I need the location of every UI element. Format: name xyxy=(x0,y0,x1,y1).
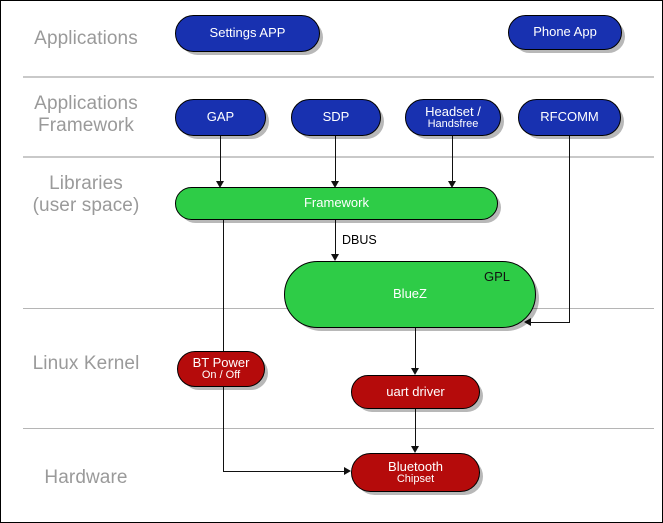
edge-framework-to-chipset-vertical xyxy=(223,219,224,472)
node-bluez-label: BlueZ xyxy=(393,286,427,302)
edge-bluez-to-uart-arrow xyxy=(411,368,419,375)
node-bt-power-label: BT Power xyxy=(192,355,250,371)
node-sdp-label: SDP xyxy=(322,109,350,125)
separator-applications xyxy=(23,76,654,78)
node-settings-app-label: Settings APP xyxy=(209,25,286,41)
edge-label-dbus: DBUS xyxy=(342,233,377,247)
node-gap-label: GAP xyxy=(206,109,235,125)
layer-label-linux-kernel: Linux Kernel xyxy=(32,353,140,374)
node-headset-handsfree-sublabel: Handsfree xyxy=(427,117,479,130)
edge-framework-to-bluez-line xyxy=(335,219,336,255)
edge-sdp-to-framework-line xyxy=(335,136,336,181)
edge-headset-to-framework-arrow xyxy=(448,181,456,188)
edge-gap-to-framework-arrow xyxy=(216,181,224,188)
node-bluetooth-chipset[interactable]: Bluetooth Chipset xyxy=(351,453,480,492)
node-gap[interactable]: GAP xyxy=(175,99,266,136)
node-settings-app[interactable]: Settings APP xyxy=(175,15,320,52)
edge-rfcomm-vertical xyxy=(569,136,570,323)
node-sdp[interactable]: SDP xyxy=(291,99,381,136)
node-framework[interactable]: Framework xyxy=(175,187,498,220)
node-bt-power-sublabel: On / Off xyxy=(201,369,241,382)
edge-framework-to-bluez-arrow xyxy=(331,254,339,261)
node-bt-power[interactable]: BT Power On / Off xyxy=(177,351,265,387)
layer-label-hardware: Hardware xyxy=(44,467,128,488)
separator-applications-framework xyxy=(23,156,654,158)
node-uart-driver[interactable]: uart driver xyxy=(351,375,480,409)
node-framework-label: Framework xyxy=(303,195,369,211)
layer-label-applications: Applications xyxy=(34,28,138,49)
layer-label-applications-framework: Applications Framework xyxy=(34,93,138,136)
node-rfcomm-label: RFCOMM xyxy=(540,109,599,125)
layer-label-libraries: Libraries (user space) xyxy=(32,173,140,216)
edge-sdp-to-framework-arrow xyxy=(331,181,339,188)
badge-gpl: GPL xyxy=(484,269,511,284)
edge-uart-to-chipset-arrow xyxy=(411,446,419,453)
edge-framework-to-chipset-arrow xyxy=(344,467,351,475)
node-bluetooth-chipset-label: Bluetooth xyxy=(388,458,443,474)
node-uart-driver-label: uart driver xyxy=(386,383,445,399)
node-bluetooth-chipset-sublabel: Chipset xyxy=(396,472,435,485)
edge-bluez-to-uart-line xyxy=(415,328,416,369)
node-rfcomm[interactable]: RFCOMM xyxy=(518,99,621,136)
node-phone-app-label: Phone App xyxy=(533,24,597,40)
edge-uart-to-chipset-line xyxy=(415,409,416,447)
separator-linux-kernel xyxy=(23,428,654,429)
node-bluez[interactable]: BlueZ xyxy=(284,261,536,328)
edge-headset-to-framework-line xyxy=(452,136,453,181)
node-headset-handsfree[interactable]: Headset / Handsfree xyxy=(405,99,501,136)
node-phone-app[interactable]: Phone App xyxy=(508,15,622,50)
edge-gap-to-framework-line xyxy=(220,136,221,181)
edge-framework-to-chipset-horizontal xyxy=(223,471,345,472)
edge-rfcomm-horizontal xyxy=(531,322,570,323)
node-headset-handsfree-label: Headset / xyxy=(425,103,481,119)
